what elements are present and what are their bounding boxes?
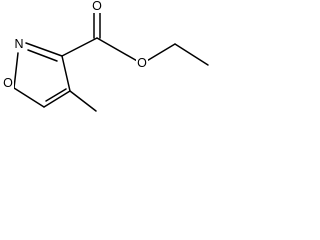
ester-group xyxy=(61,11,209,66)
bond-c3-n-inner xyxy=(27,49,58,62)
bond-n-o xyxy=(13,52,19,89)
atom-labels: N O O O xyxy=(2,0,148,90)
ring-oxygen-label: O xyxy=(3,76,13,90)
ring-nitrogen-label: N xyxy=(14,37,23,51)
bond-o-c5 xyxy=(13,87,45,108)
bond-ethyl xyxy=(174,43,209,66)
bond-c5-c4-inner xyxy=(45,88,67,102)
carbonyl-oxygen-label: O xyxy=(92,0,102,13)
bond-carbonyl-ester-oxygen xyxy=(96,37,140,63)
bond-c3-carbonyl-carbon xyxy=(61,37,98,57)
bond-c5-c4 xyxy=(43,90,71,108)
bond-c3-n xyxy=(25,42,63,57)
bond-ester-oxygen-ch2 xyxy=(144,43,176,63)
bond-c4-methyl xyxy=(69,90,97,112)
ester-oxygen-label: O xyxy=(137,56,147,70)
chemical-structure: N O O O xyxy=(2,0,209,112)
bond-c4-c3 xyxy=(61,55,71,92)
isoxazole-ring xyxy=(13,42,71,108)
